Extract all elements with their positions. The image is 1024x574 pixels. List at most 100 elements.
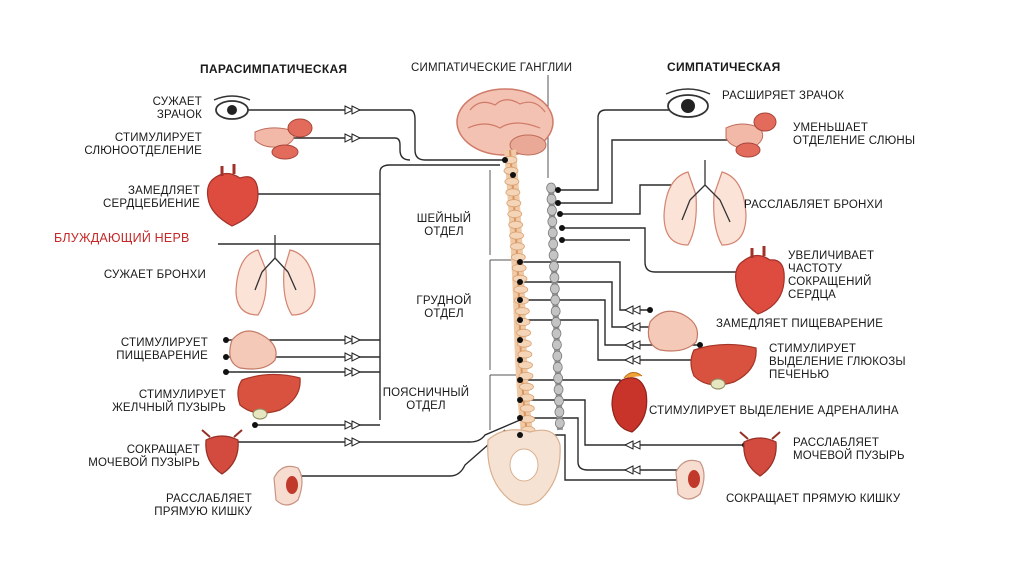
ganglion	[549, 260, 559, 272]
junction-dot	[517, 259, 523, 265]
sympathetic-arrows	[623, 305, 641, 475]
para-label-heart: ЗАМЕДЛЯЕТ СЕРДЦЕБИЕНИЕ	[103, 185, 200, 210]
ganglion	[551, 328, 562, 340]
vertebra	[509, 231, 524, 240]
junction-dot	[517, 337, 523, 343]
bladder-left	[201, 429, 243, 475]
ganglion	[551, 316, 561, 328]
heart-right	[735, 246, 785, 315]
junction-dot	[647, 307, 653, 313]
symp-label-adrenaline: СТИМУЛИРУЕТ ВЫДЕЛЕНИЕ АДРЕНАЛИНА	[649, 405, 899, 417]
vertebra	[519, 382, 534, 391]
cervical-section-label: ШЕЙНЫЙ ОТДЕЛ	[416, 213, 472, 238]
ganglia	[546, 182, 565, 429]
junction-dot	[559, 225, 565, 231]
junction-dot	[517, 377, 523, 383]
junction-dot	[555, 200, 561, 206]
junction-dot	[223, 354, 229, 360]
para-label-rectum: РАССЛАБЛЯЕТ ПРЯМУЮ КИШКУ	[154, 493, 252, 518]
ganglion	[549, 272, 560, 284]
junction-dot	[502, 157, 508, 163]
para-label-pupil: СУЖАЕТ ЗРАЧОК	[152, 96, 202, 121]
ganglia-header: СИМПАТИЧЕСКИЕ ГАНГЛИИ	[411, 62, 573, 74]
salivary-glands-left	[254, 118, 313, 160]
vertebra	[506, 199, 522, 208]
ganglion	[554, 395, 564, 407]
heart-left	[206, 164, 259, 227]
rectum-right	[675, 459, 705, 500]
lumbar-section-label: ПОЯСНИЧНЫЙ ОТДЕЛ	[382, 387, 470, 412]
vertebra	[507, 209, 523, 218]
para-label-bladder: СОКРАЩАЕТ МОЧЕВОЙ ПУЗЫРЬ	[88, 444, 200, 469]
parasympathetic-arrows	[344, 105, 362, 447]
junction-dot	[557, 211, 563, 217]
ganglion	[548, 238, 559, 250]
ganglion	[554, 417, 565, 429]
liver-left	[237, 373, 301, 420]
pelvis	[487, 429, 561, 506]
junction-dot	[223, 337, 229, 343]
symp-label-glucose: СТИМУЛИРУЕТ ВЫДЕЛЕНИЕ ГЛЮКОЗЫ ПЕЧЕНЬЮ	[769, 343, 906, 381]
junction-dot	[517, 297, 523, 303]
ganglion	[547, 216, 558, 228]
salivary-glands-right	[725, 112, 777, 158]
vertebra	[510, 242, 525, 251]
junction-dot	[559, 237, 565, 243]
vertebra	[504, 177, 520, 186]
ganglion	[550, 294, 561, 306]
vertebra	[520, 415, 536, 424]
vertebra	[508, 220, 524, 229]
ganglion	[552, 361, 563, 373]
bladder-right	[739, 431, 781, 477]
vertebra	[518, 361, 533, 370]
ganglion	[552, 350, 563, 362]
vertebra	[518, 371, 534, 380]
junction-dot	[252, 422, 258, 428]
vagus-nerve-label: БЛУЖДАЮЩИЙ НЕРВ	[54, 231, 190, 245]
symp-label-digestion: ЗАМЕДЛЯЕТ ПИЩЕВАРЕНИЕ	[716, 318, 884, 330]
stomach-left	[229, 330, 277, 370]
ganglion	[546, 193, 557, 205]
ganglion	[546, 182, 557, 194]
vertebra	[517, 350, 533, 359]
para-label-gallbladder: СТИМУЛИРУЕТ ЖЕЛЧНЫЙ ПУЗЫРЬ	[112, 389, 226, 414]
ganglion	[554, 406, 565, 418]
junction-dot	[697, 342, 703, 348]
ganglion	[547, 227, 558, 239]
symp-label-rectum: СОКРАЩАЕТ ПРЯМУЮ КИШКУ	[726, 493, 901, 505]
symp-label-pupil: РАСШИРЯЕТ ЗРАЧОК	[722, 90, 845, 102]
rectum-left	[273, 465, 303, 506]
vertebra	[505, 188, 521, 197]
ganglion	[552, 339, 562, 351]
parasympathetic-header: ПАРАСИМПАТИЧЕСКАЯ	[200, 62, 348, 76]
lungs-left	[235, 235, 316, 316]
ganglion	[550, 305, 561, 317]
ganglion	[553, 372, 564, 384]
ganglion	[548, 249, 559, 261]
junction-dot	[517, 357, 523, 363]
para-label-bronchi: СУЖАЕТ БРОНХИ	[103, 269, 206, 281]
thoracic-section-label: ГРУДНОЙ ОТДЕЛ	[416, 295, 472, 320]
symp-label-heart: УВЕЛИЧИВАЕТ ЧАСТОТУ СОКРАЩЕНИЙ СЕРДЦА	[788, 250, 875, 301]
vertebra	[519, 404, 535, 413]
eye-right	[665, 88, 711, 118]
liver-right	[690, 343, 757, 390]
para-label-saliva: СТИМУЛИРУЕТ СЛЮНООТДЕЛЕНИЕ	[84, 132, 202, 157]
ganglion	[547, 204, 557, 216]
ganglion	[549, 283, 560, 295]
symp-label-bronchi: РАССЛАБЛЯЕТ БРОНХИ	[744, 199, 883, 211]
ganglion	[553, 384, 564, 396]
junction-dot	[517, 432, 523, 438]
symp-label-bladder: РАССЛАБЛЯЕТ МОЧЕВОЙ ПУЗЫРЬ	[793, 437, 905, 462]
lungs-right	[663, 160, 747, 246]
vertebra	[511, 263, 527, 272]
junction-dot	[517, 415, 523, 421]
junction-dot	[555, 187, 561, 193]
sympathetic-header: СИМПАТИЧЕСКАЯ	[667, 60, 781, 74]
adrenal-kidney	[611, 372, 648, 433]
junction-dot	[223, 369, 229, 375]
junction-dot	[510, 172, 516, 178]
eye-left	[213, 95, 251, 120]
stomach-right	[647, 310, 699, 352]
